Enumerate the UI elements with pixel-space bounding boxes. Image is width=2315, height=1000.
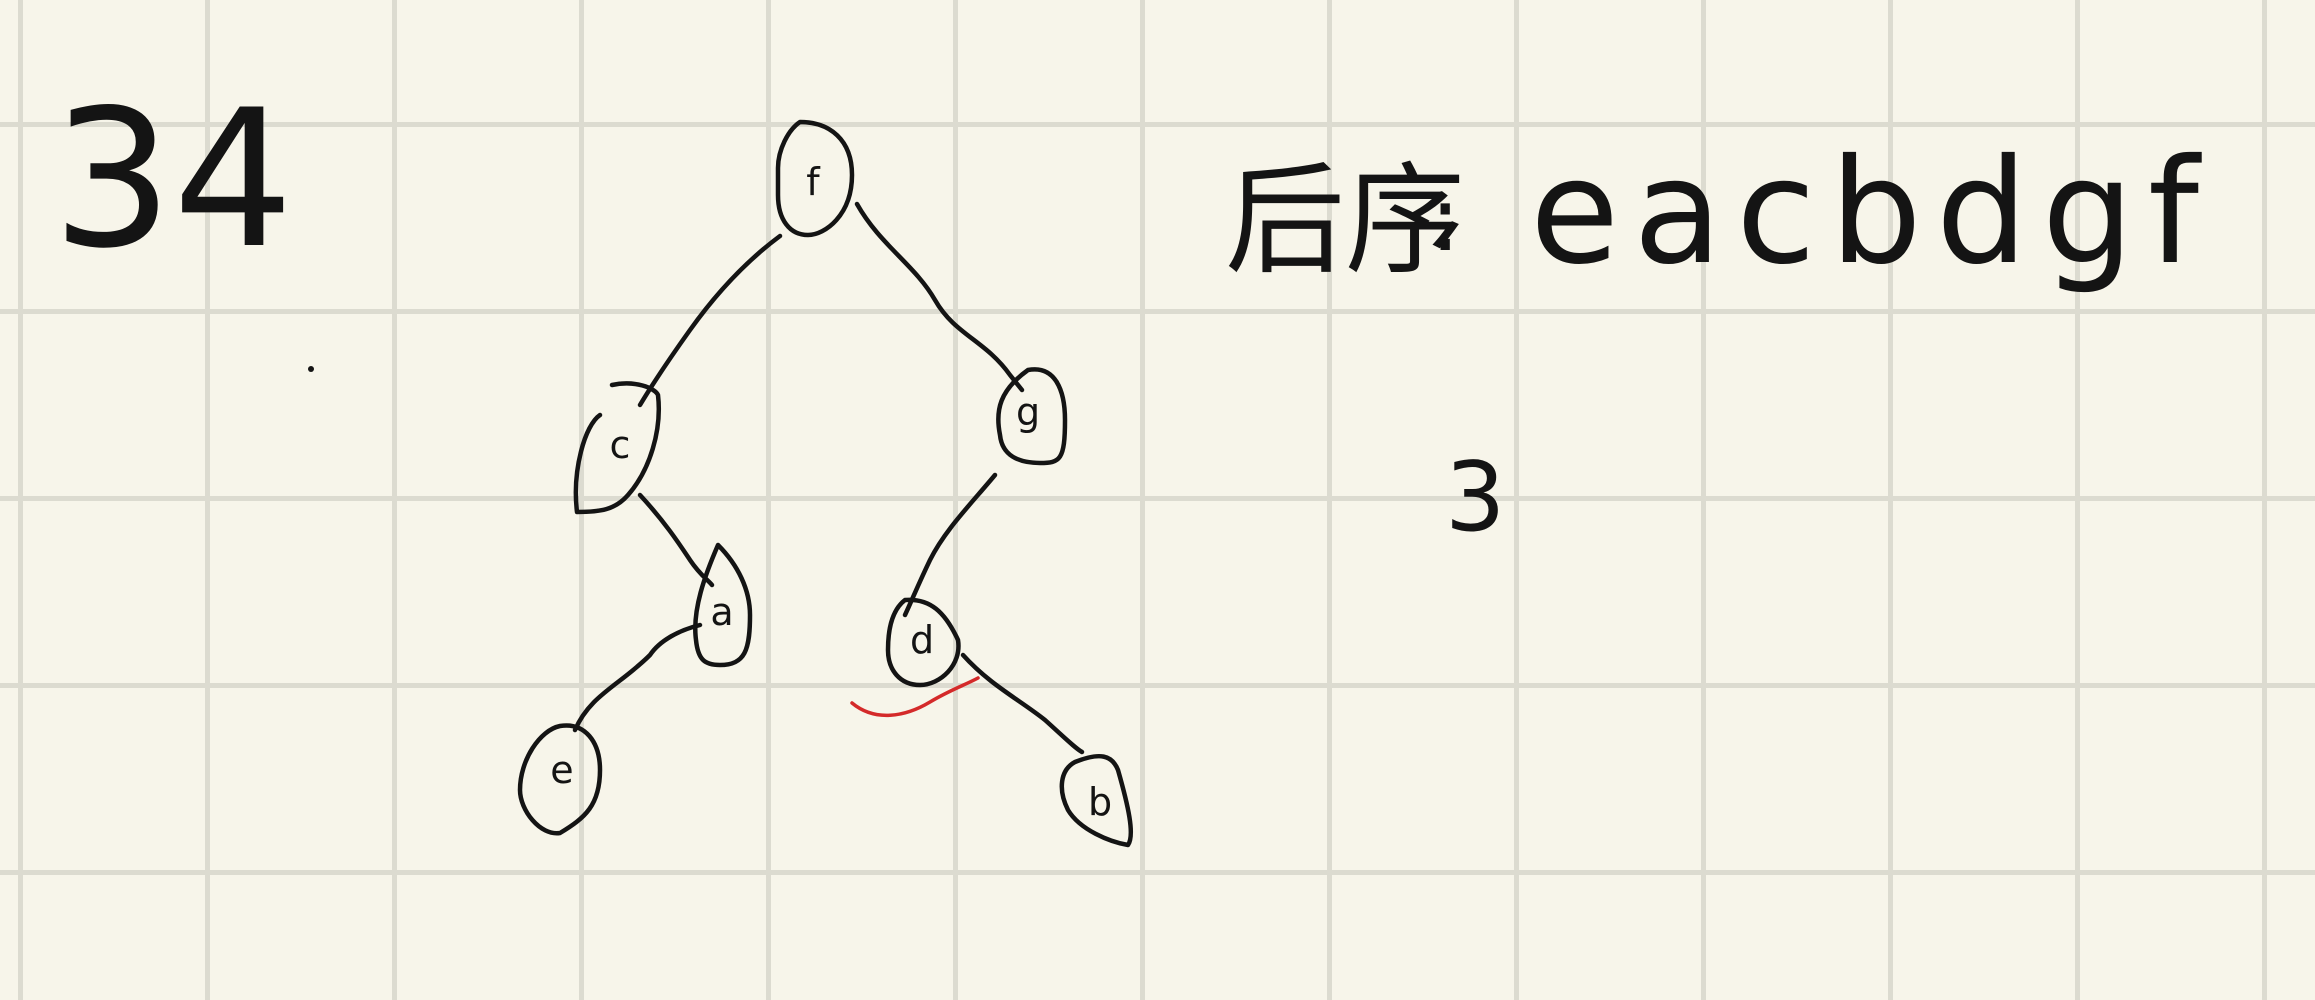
- node-b-label: b: [1088, 780, 1112, 824]
- sequence-label: 后序: [1225, 152, 1465, 291]
- edge-f-g: [854, 201, 1025, 393]
- node-a: a: [693, 542, 753, 668]
- problem-number: 34: [52, 69, 294, 290]
- node-b-circle: [1059, 753, 1133, 848]
- edge-d-b: [960, 652, 1085, 755]
- node-d-label: d: [910, 618, 934, 662]
- node-g-circle: [996, 367, 1068, 466]
- node-e-circle: [517, 723, 603, 836]
- node-d: d: [885, 597, 961, 688]
- node-f: f: [775, 119, 855, 238]
- tree-edges: [572, 201, 1085, 755]
- node-f-label: f: [806, 160, 821, 204]
- node-d-circle: [885, 597, 961, 688]
- node-c-label: c: [610, 423, 631, 467]
- sequence-separator: :: [1430, 167, 1460, 272]
- edge-g-d: [902, 472, 998, 618]
- red-underline-mark: [850, 676, 980, 717]
- sequence-value: eacbdgf: [1530, 128, 2213, 297]
- edge-c-a: [637, 492, 715, 588]
- node-c-circle: [573, 381, 661, 515]
- node-b: b: [1059, 753, 1133, 848]
- node-g: g: [996, 367, 1068, 466]
- edge-a-e: [572, 622, 703, 733]
- node-c: c: [573, 381, 661, 515]
- stray-dot: [308, 366, 314, 372]
- sequence-line: 后序 : eacbdgf: [1225, 128, 2213, 297]
- red-answer: 3: [1445, 443, 1505, 553]
- node-e-label: e: [550, 748, 573, 792]
- node-a-label: a: [710, 590, 733, 634]
- node-f-circle: [775, 119, 855, 238]
- node-a-circle: [693, 542, 753, 668]
- edge-f-c: [637, 233, 783, 408]
- node-e: e: [517, 723, 603, 836]
- node-g-label: g: [1016, 390, 1040, 434]
- tree-nodes: f c g a d e b: [517, 119, 1133, 848]
